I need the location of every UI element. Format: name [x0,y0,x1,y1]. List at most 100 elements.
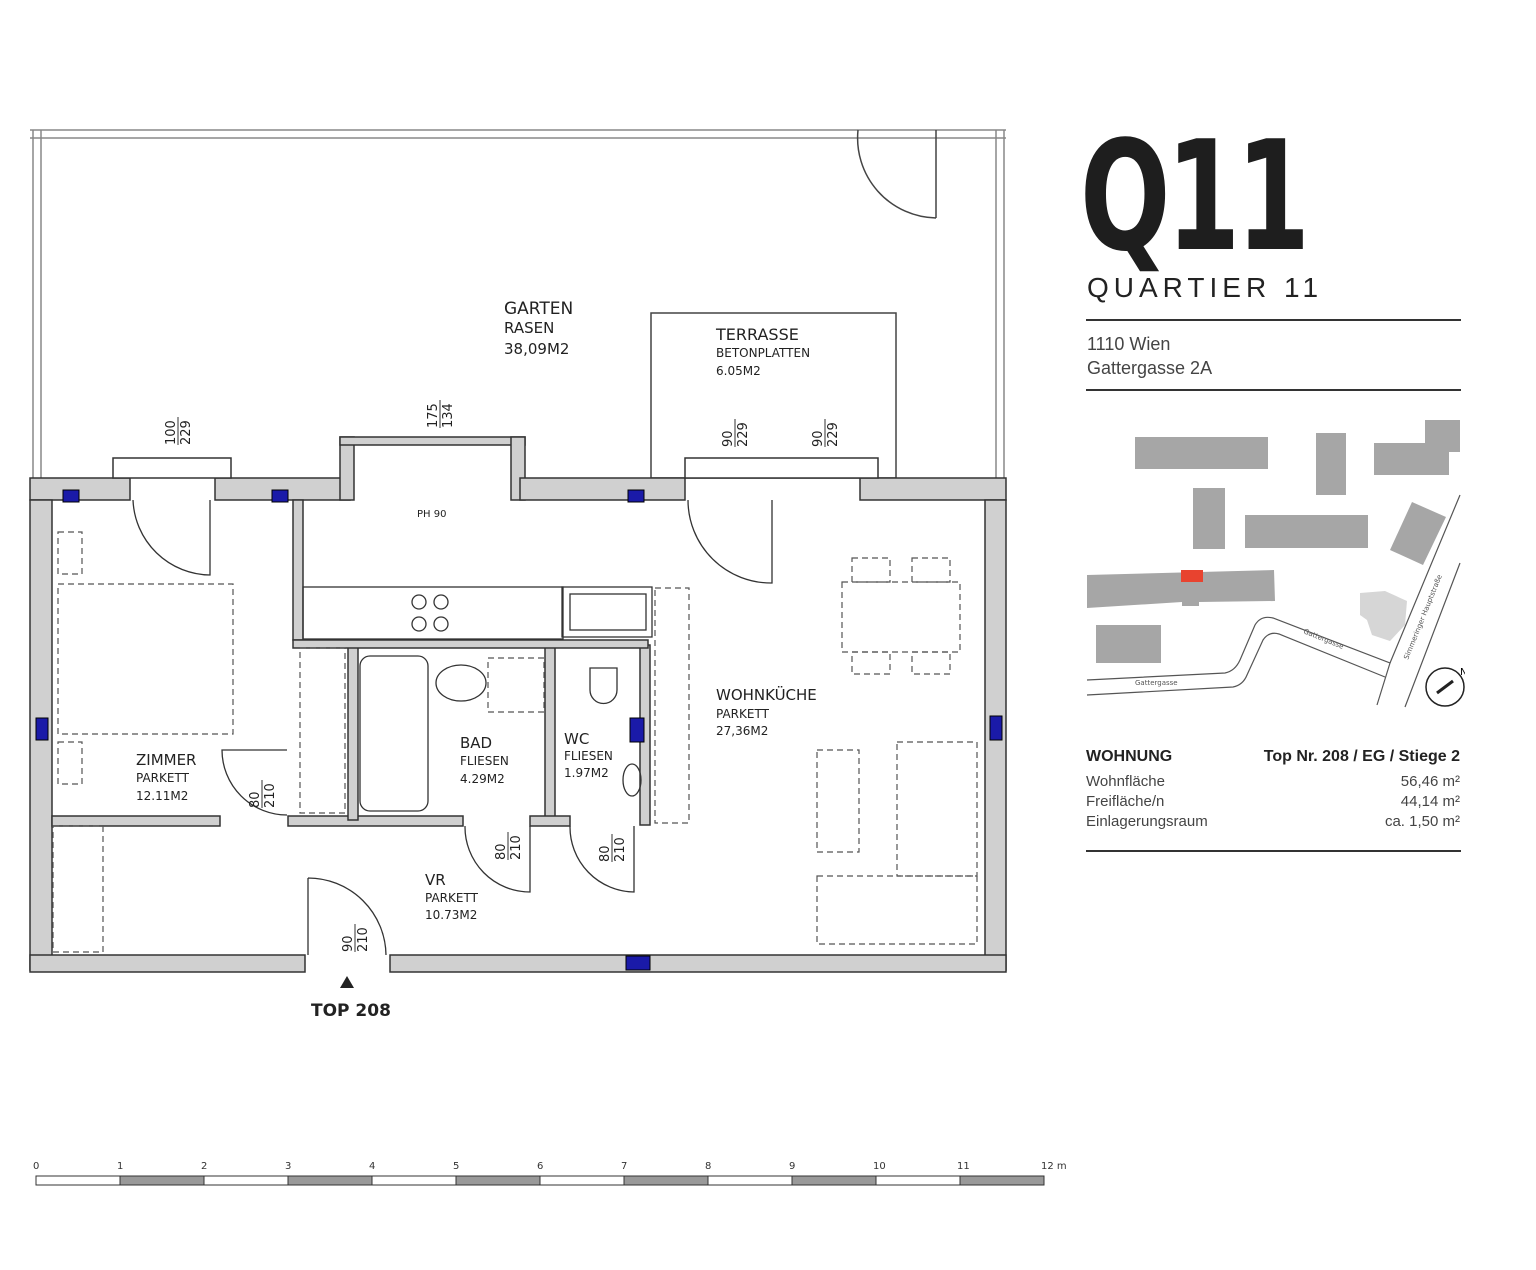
dimension-value: 175 [426,403,441,428]
scale-segment [203,1175,289,1186]
street-label: Gattergasse [1302,627,1345,650]
dimension-value: 100 [164,420,179,445]
unit-location-marker [1181,570,1203,582]
entry-label: TOP 208 [311,1001,391,1021]
location-map: Gattergasse Gattergasse Simmeringer Haup… [1086,420,1465,708]
dimension-value: 229 [826,422,841,447]
dimension-value: 210 [356,927,371,952]
area-label: Freifläche/n [1086,793,1165,810]
scale-tick-label: 10 [873,1161,886,1172]
north-label: N [1460,667,1465,678]
scale-segment [959,1175,1045,1186]
dimension-value: 90 [341,935,356,952]
scale-segment [623,1175,709,1186]
scale-segment [287,1175,373,1186]
entry-arrow-icon [340,976,354,988]
dimension-value: 229 [736,422,751,447]
dimension-value: 229 [179,420,194,445]
unit-heading: WOHNUNG [1086,748,1173,765]
wc-area: 1.97M2 [564,766,609,780]
scale-segment [539,1175,625,1186]
scale-tick-label: 7 [621,1161,627,1172]
map-buildings [1087,420,1460,663]
door-swings [132,499,773,956]
wohnkueche-area: 27,36M2 [716,724,768,738]
scale-tick-label: 8 [705,1161,711,1172]
divider [1086,319,1461,321]
scale-segment [371,1175,457,1186]
brand-name: QUARTIER 11 [1087,272,1324,303]
address-line2: Gattergasse 2A [1087,358,1213,378]
bad-name: BAD [460,734,492,752]
garten-area: 38,09M2 [504,340,569,358]
garten-floor: RASEN [504,319,554,337]
divider [1086,389,1461,391]
furniture [52,531,978,953]
garden-fence [30,129,1006,478]
scale-tick-label: 1 [117,1161,123,1172]
area-value: 44,14 m² [1400,793,1460,810]
scale-segment [875,1175,961,1186]
scale-segment [707,1175,793,1186]
dimension-value: 80 [248,791,263,808]
vr-name: VR [425,871,446,889]
area-label: Wohnfläche [1086,773,1165,790]
wohnkueche-floor: PARKETT [716,707,770,721]
scale-tick-label: 9 [789,1161,795,1172]
vr-floor: PARKETT [425,891,479,905]
scale-tick-label: 0 [33,1161,39,1172]
wc-floor: FLIESEN [564,749,613,763]
dimension-value: 210 [613,837,628,862]
ph-label: PH 90 [417,509,446,520]
scale-tick-label: 12 m [1041,1161,1067,1172]
scale-tick-label: 11 [957,1161,970,1172]
dimension-value: 134 [441,403,456,428]
wohnkueche-name: WOHNKÜCHE [716,685,817,704]
scale-segment [119,1175,205,1186]
terrasse-area: 6.05M2 [716,364,761,378]
north-arrow-icon [1425,667,1465,707]
bad-area: 4.29M2 [460,772,505,786]
area-label: Einlagerungsraum [1086,813,1208,830]
divider [1086,850,1461,852]
terrasse-name: TERRASSE [715,325,799,344]
address-line1: 1110 Wien [1087,334,1171,354]
dimension-value: 80 [494,843,509,860]
street-label: Gattergasse [1135,679,1178,687]
walls [29,436,1007,973]
unit-info: WOHNUNG Top Nr. 208 / EG / Stiege 2 Wohnf… [1086,748,1460,832]
dimension-value: 80 [598,845,613,862]
heaters [35,489,1003,971]
dimension-value: 90 [811,430,826,447]
dimension-value: 210 [263,783,278,808]
scale-tick-label: 2 [201,1161,207,1172]
scale-tick-label: 6 [537,1161,543,1172]
area-value: 56,46 m² [1400,773,1460,790]
unit-id: Top Nr. 208 / EG / Stiege 2 [1263,748,1460,765]
fixtures [302,586,653,812]
dimension-value: 210 [509,835,524,860]
garten-name: GARTEN [504,299,573,319]
zimmer-name: ZIMMER [136,751,196,769]
scale-tick-label: 4 [369,1161,375,1172]
zimmer-floor: PARKETT [136,771,190,785]
scale-segment [455,1175,541,1186]
terrasse-floor: BETONPLATTEN [716,346,810,360]
q11-logo: Q11 [1080,108,1310,285]
bad-floor: FLIESEN [460,754,509,768]
wc-name: WC [564,730,589,748]
area-value: ca. 1,50 m² [1384,813,1460,830]
map-streets [1086,494,1461,708]
vr-area: 10.73M2 [425,908,477,922]
scale-segment [791,1175,877,1186]
address: 1110 Wien Gattergasse 2A [1087,332,1212,380]
